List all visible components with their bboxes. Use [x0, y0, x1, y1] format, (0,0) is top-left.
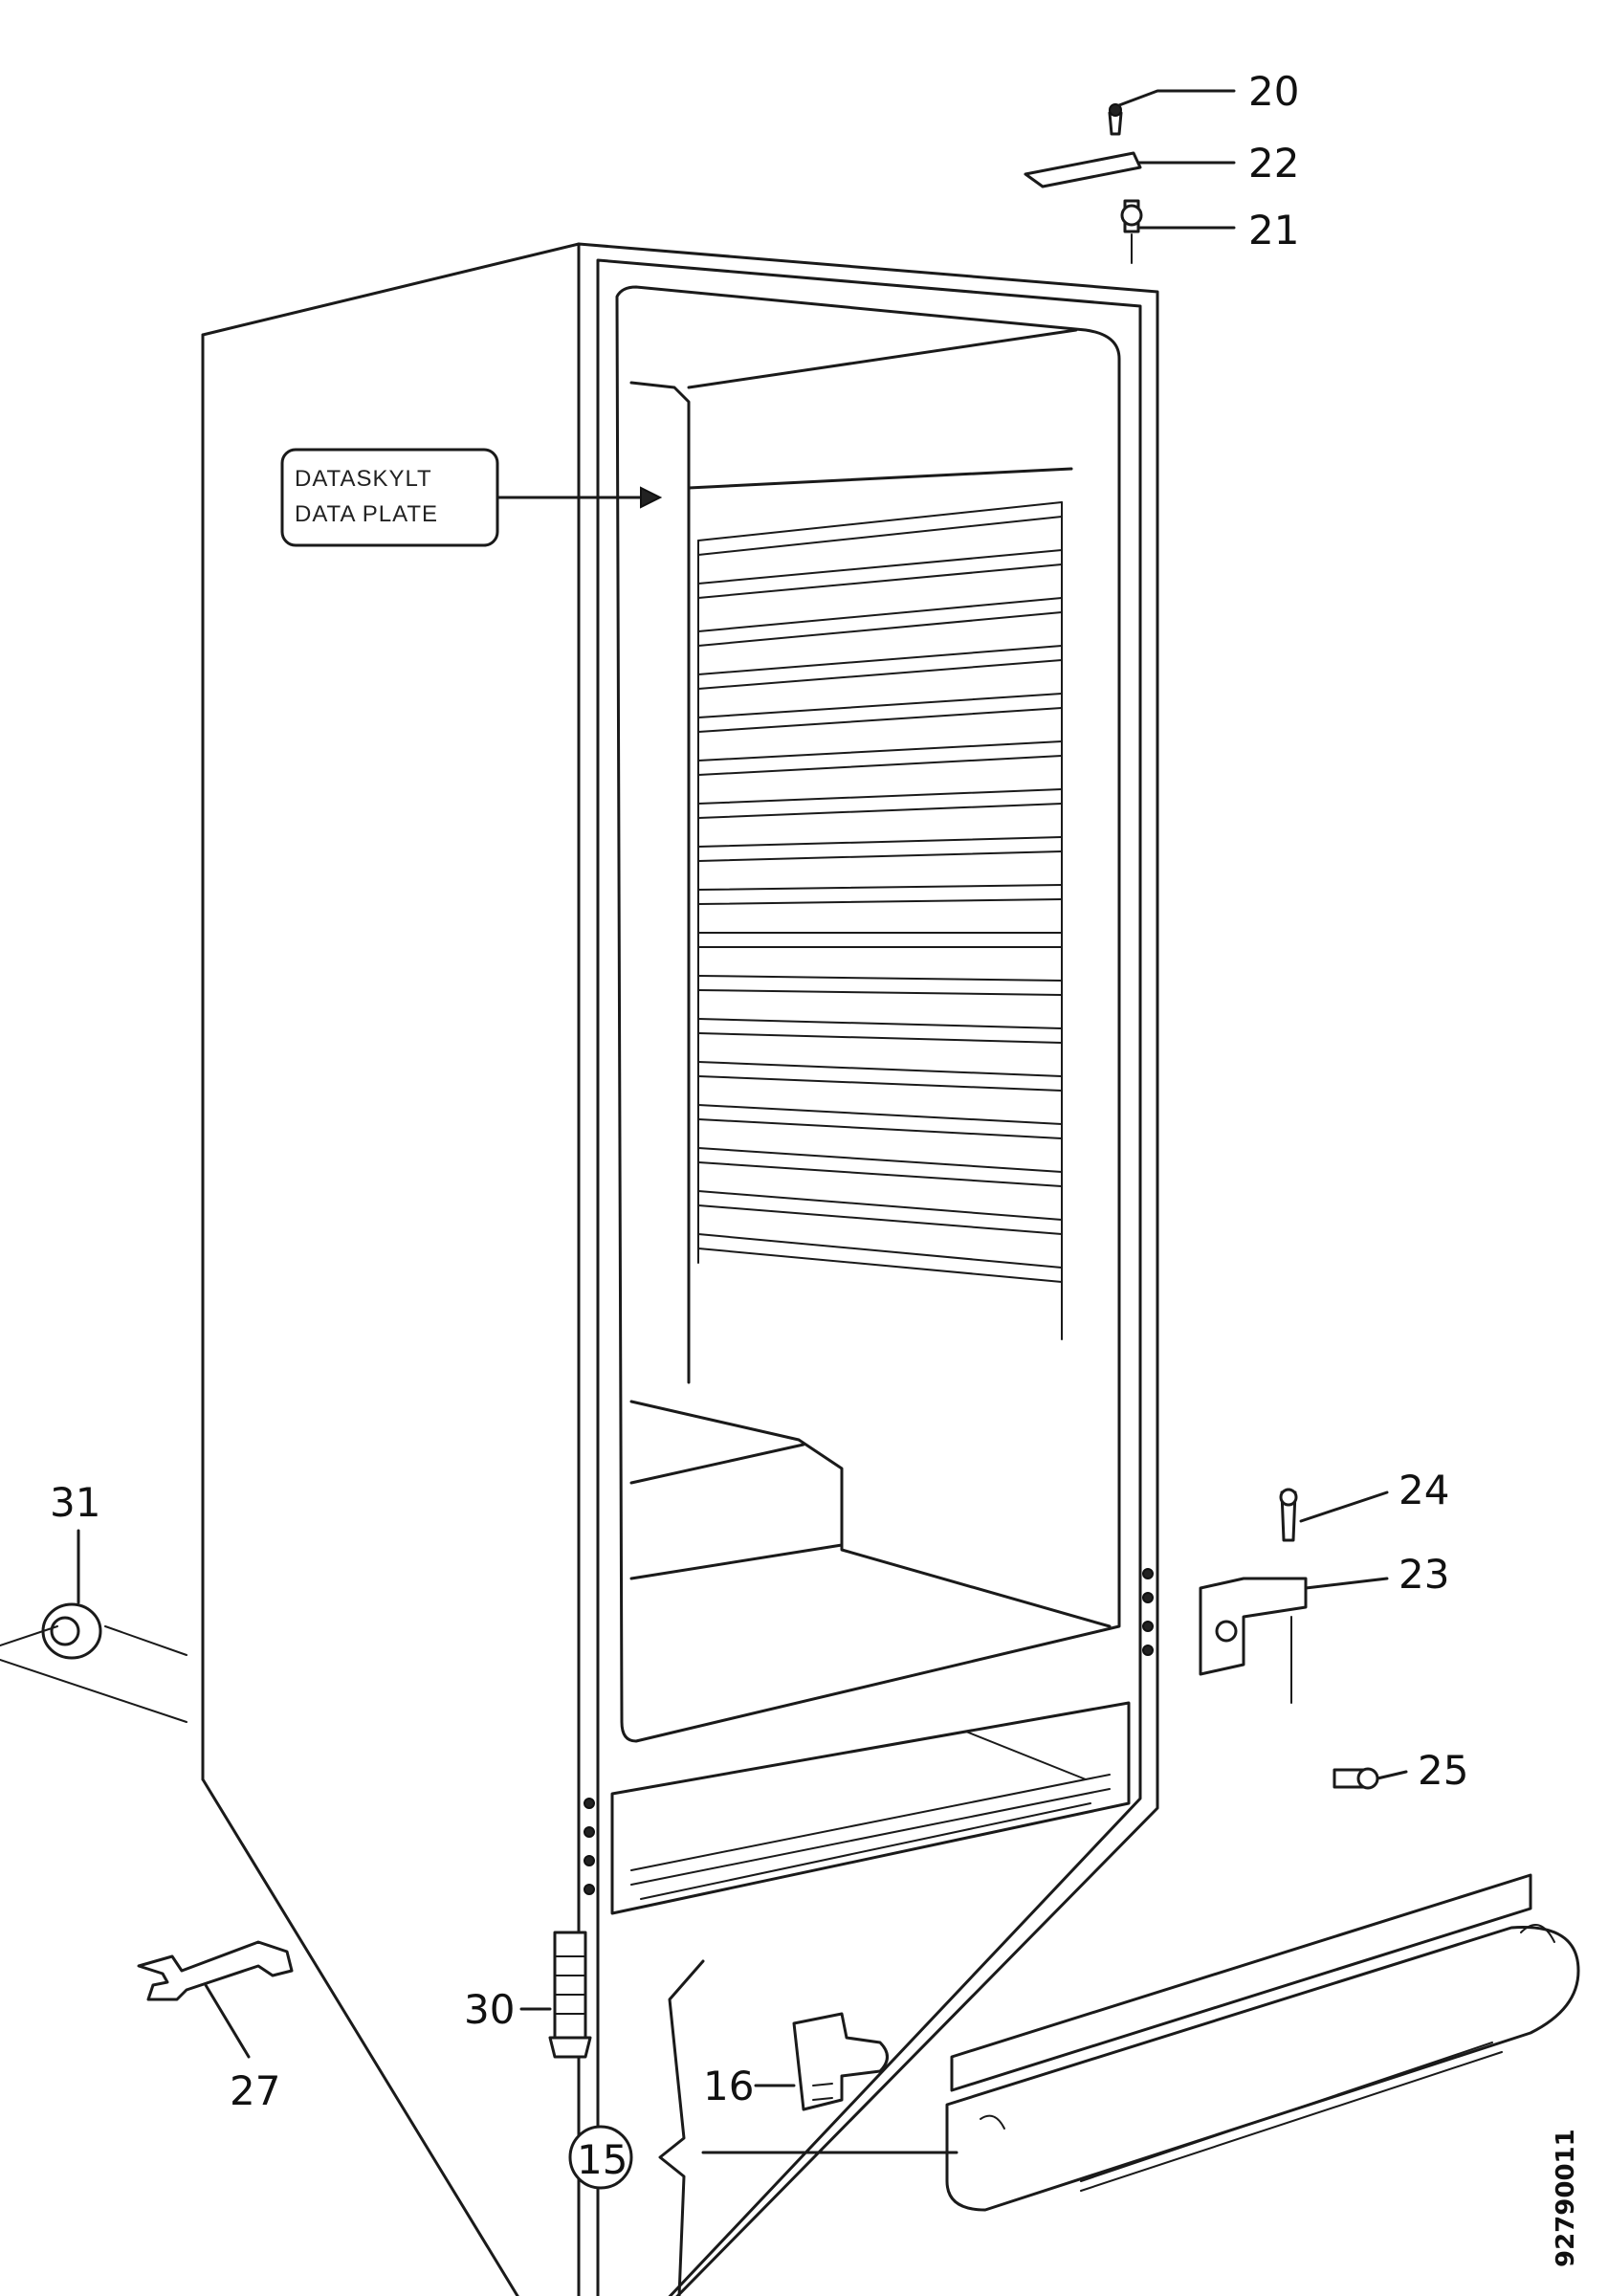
leader-20 [1117, 89, 1236, 107]
wrench-27 [137, 1940, 294, 2001]
adjustable-foot-30 [548, 1931, 592, 2059]
bottom-grille [610, 1701, 1131, 1915]
top-hinge-assembly [1024, 103, 1143, 264]
callout-31: 31 [50, 1479, 100, 1526]
callout-15: 15 [577, 2136, 628, 2183]
data-plate-label: DATASKYLT DATA PLATE [280, 448, 663, 547]
callout-21: 21 [1248, 207, 1299, 254]
leader-25 [1376, 1770, 1408, 1780]
callout-16: 16 [703, 2063, 754, 2109]
callout-30: 30 [464, 1986, 515, 2033]
data-plate-line1: DATASKYLT [295, 466, 432, 492]
callout-23: 23 [1399, 1551, 1449, 1598]
callout-15-circle [568, 2125, 633, 2190]
cabinet [201, 242, 1159, 2296]
door-handle-15 [945, 1873, 1580, 2212]
adjustable-foot-31 [0, 1602, 187, 1723]
hinge-bracket-23 [1199, 1577, 1308, 1676]
drawing-code: 92790011 [1552, 2129, 1580, 2267]
bottom-hinge-assembly [1199, 1488, 1379, 1790]
callout-22: 22 [1248, 140, 1299, 187]
cabinet-front-frame [577, 242, 1159, 2296]
callout-27: 27 [230, 2067, 280, 2114]
door-opening [615, 285, 1121, 1743]
group-brace [658, 1959, 705, 2296]
data-plate-line2: DATA PLATE [295, 501, 438, 527]
bracket-16 [792, 2012, 889, 2111]
leader-27 [204, 1983, 251, 2059]
hinge-holes [584, 1568, 1154, 1895]
cabinet-side-panel [201, 242, 581, 2296]
leader-24 [1299, 1490, 1389, 1523]
callout-24: 24 [1399, 1467, 1449, 1513]
callout-20: 20 [1248, 68, 1299, 115]
callout-25: 25 [1418, 1747, 1468, 1794]
liner-shelf-ribs [697, 501, 1063, 1340]
leader-23 [1304, 1577, 1389, 1590]
hinge-plate-22 [1024, 151, 1142, 188]
